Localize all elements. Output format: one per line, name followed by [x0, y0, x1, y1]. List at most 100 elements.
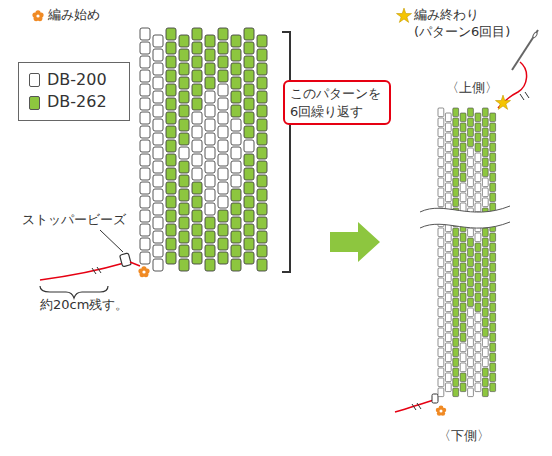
bead [468, 198, 474, 207]
bead [205, 119, 215, 131]
bead [438, 288, 444, 297]
bead [438, 138, 444, 147]
bead [140, 252, 150, 264]
bead [468, 378, 474, 387]
bead [482, 328, 488, 337]
bead [490, 183, 496, 192]
bead [153, 119, 163, 131]
bead [140, 126, 150, 138]
bead [475, 333, 481, 342]
bead [166, 224, 176, 236]
side-label: 〈下側〉 [438, 428, 490, 445]
bead [453, 328, 459, 337]
bead [153, 245, 163, 257]
bead [460, 143, 466, 152]
bead [453, 108, 459, 117]
bead [257, 203, 267, 215]
bead [179, 119, 189, 131]
bead [192, 126, 202, 138]
stopper-bead [120, 253, 132, 267]
bead [475, 353, 481, 362]
bead [445, 133, 451, 142]
bead [475, 293, 481, 302]
bead [140, 56, 150, 68]
bead [218, 182, 228, 194]
start-flower-symbol [138, 266, 149, 277]
bead [179, 217, 189, 229]
bead [475, 163, 481, 172]
bead [205, 147, 215, 159]
bead [482, 388, 488, 397]
bead [490, 113, 496, 122]
bead [205, 259, 215, 271]
bead [460, 373, 466, 382]
bead [166, 42, 176, 54]
bead [468, 358, 474, 367]
bead [257, 161, 267, 173]
bead [453, 288, 459, 297]
bead [438, 118, 444, 127]
bead [475, 363, 481, 372]
bead [482, 318, 488, 327]
bead [468, 128, 474, 137]
bead [460, 273, 466, 282]
bead [460, 323, 466, 332]
bead [475, 263, 481, 272]
legend-text: DB-200 [47, 69, 107, 91]
bead [460, 343, 466, 352]
bead [482, 148, 488, 157]
bead [205, 189, 215, 201]
bead [153, 189, 163, 201]
bead [468, 318, 474, 327]
bead [153, 49, 163, 61]
bead [205, 175, 215, 187]
thread [40, 263, 124, 280]
bead [468, 388, 474, 397]
bead [438, 168, 444, 177]
bead [445, 163, 451, 172]
bead [460, 163, 466, 172]
bead [179, 133, 189, 145]
legend-text: DB-262 [47, 91, 107, 113]
bead [490, 383, 496, 392]
bead [153, 35, 163, 47]
bead [453, 378, 459, 387]
bead [490, 143, 496, 152]
bead [490, 293, 496, 302]
bead [218, 224, 228, 236]
bead [468, 238, 474, 247]
bead [475, 153, 481, 162]
bead [257, 175, 267, 187]
bead [453, 308, 459, 317]
bead [166, 98, 176, 110]
bead [445, 123, 451, 132]
bead [179, 77, 189, 89]
bead [482, 118, 488, 127]
bead [257, 147, 267, 159]
bead [490, 333, 496, 342]
bead [205, 35, 215, 47]
bead [453, 278, 459, 287]
bead [475, 283, 481, 292]
bead [244, 56, 254, 68]
bead [205, 231, 215, 243]
end-label: 編み終わり (パターン6回目) [414, 7, 532, 41]
bead [482, 108, 488, 117]
bead [460, 383, 466, 392]
bead [218, 168, 228, 180]
flower-center [440, 410, 443, 413]
bead [482, 338, 488, 347]
bead [490, 153, 496, 162]
bead [140, 182, 150, 194]
bead [445, 313, 451, 322]
bead [205, 105, 215, 117]
bead [490, 263, 496, 272]
bead [257, 189, 267, 201]
bead [192, 70, 202, 82]
bead [231, 119, 241, 131]
end-star-symbol [495, 95, 510, 109]
bead [468, 178, 474, 187]
bead [166, 126, 176, 138]
bead [179, 189, 189, 201]
bead [482, 228, 488, 237]
